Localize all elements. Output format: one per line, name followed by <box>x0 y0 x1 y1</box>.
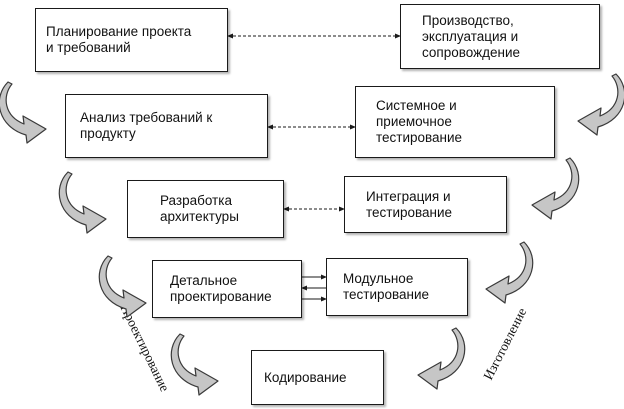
stage-architecture-label: Разработка архитектуры <box>160 193 239 224</box>
stage-unit-testing: Модульное тестирование <box>326 258 468 316</box>
stage-integration-label: Интеграция и тестирование <box>366 188 453 220</box>
stage-system-testing-label: Системное и приемочное тестирование <box>376 98 463 145</box>
stage-planning: Планирование проекта и требований <box>35 8 228 72</box>
stage-analysis: Анализ требований к продукту <box>65 94 268 158</box>
stage-coding: Кодирование <box>251 350 384 405</box>
stage-unit-testing-label: Модульное тестирование <box>343 271 430 302</box>
stage-integration: Интеграция и тестирование <box>344 176 507 233</box>
stage-coding-label: Кодирование <box>264 369 347 385</box>
stage-detailed-design-label: Детальное проектирование <box>170 273 272 304</box>
stage-production-label: Производство, эксплуатация и сопровожден… <box>422 12 521 60</box>
stage-architecture: Разработка архитектуры <box>127 180 284 238</box>
stage-detailed-design: Детальное проектирование <box>152 260 302 318</box>
stage-planning-label: Планирование проекта и требований <box>46 24 192 55</box>
stage-system-testing: Системное и приемочное тестирование <box>355 86 555 158</box>
stage-production: Производство, эксплуатация и сопровожден… <box>400 4 600 69</box>
stage-analysis-label: Анализ требований к продукту <box>80 110 213 141</box>
